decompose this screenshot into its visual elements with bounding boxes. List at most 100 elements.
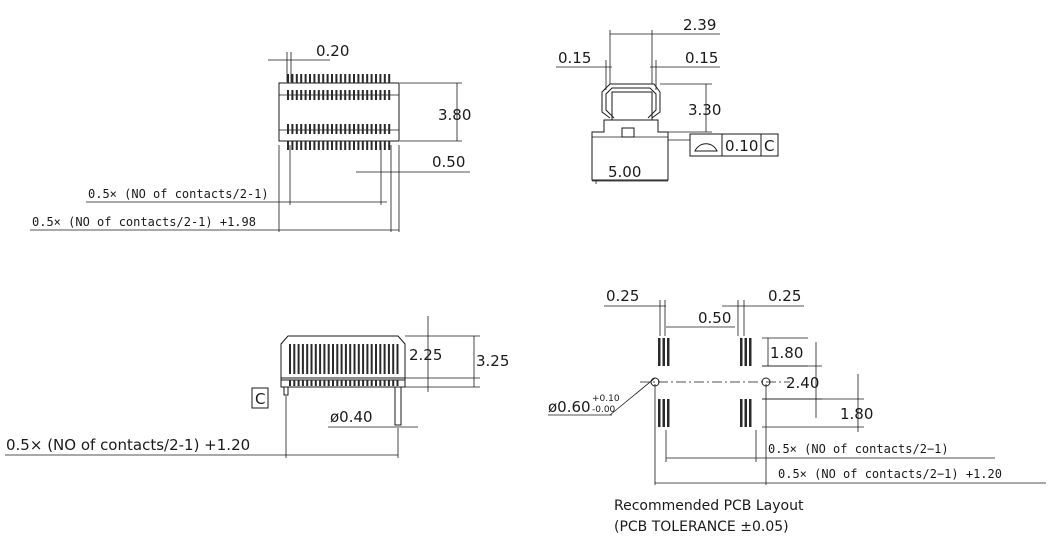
top-view-pins xyxy=(287,74,391,150)
top-pin xyxy=(295,124,298,134)
front-pin xyxy=(340,344,343,374)
pcb-pad xyxy=(667,399,670,427)
front-pin xyxy=(297,380,300,386)
top-pin xyxy=(379,74,382,83)
front-pin xyxy=(323,344,326,374)
top-pin xyxy=(313,141,316,150)
front-pin xyxy=(297,344,300,374)
top-pin xyxy=(317,141,320,150)
top-pin xyxy=(361,141,364,150)
top-pin xyxy=(287,124,289,134)
top-pin xyxy=(375,90,377,100)
top-pin xyxy=(366,141,369,150)
top-pin xyxy=(335,124,338,134)
top-pin xyxy=(287,90,289,100)
top-pin xyxy=(331,74,333,83)
front-pin xyxy=(349,344,352,374)
top-pin xyxy=(357,124,360,134)
front-datum: C xyxy=(255,390,265,408)
top-pin xyxy=(370,74,373,83)
pcb-pad xyxy=(740,338,743,366)
top-pin xyxy=(353,141,355,150)
top-pin xyxy=(370,90,373,100)
top-pin xyxy=(331,90,333,100)
top-pin xyxy=(317,74,320,83)
front-pin xyxy=(392,344,395,374)
dim-pcb-row-gap: 2.40 xyxy=(786,374,819,392)
top-pin xyxy=(388,90,391,100)
top-pin xyxy=(361,74,364,83)
top-pin xyxy=(304,90,307,100)
front-pin xyxy=(289,344,291,374)
front-pin xyxy=(387,344,390,374)
pcb-pad xyxy=(749,399,752,427)
top-pin xyxy=(291,90,294,100)
top-pin xyxy=(339,141,342,150)
top-pin xyxy=(388,141,391,150)
dim-pcb-pitch: 0.50 xyxy=(698,309,731,327)
dim-top-span-a: 0.5× (NO of contacts/2-1) xyxy=(88,187,269,201)
top-pin xyxy=(348,124,351,134)
top-pin xyxy=(366,124,369,134)
top-pin xyxy=(304,74,307,83)
dim-side-height: 3.30 xyxy=(688,101,721,119)
dim-pcb-pad-len2: 1.80 xyxy=(840,405,873,423)
top-pin xyxy=(300,74,303,83)
pcb-pads xyxy=(658,338,752,427)
top-pin xyxy=(353,90,355,100)
top-pin xyxy=(388,124,391,134)
front-pin xyxy=(319,344,322,374)
dim-pcb-hole-tol-minus: -0.00 xyxy=(592,405,616,415)
dim-pcb-hole-tol-plus: +0.10 xyxy=(592,394,620,404)
front-pin xyxy=(327,380,330,386)
top-pin xyxy=(366,90,369,100)
front-pin xyxy=(362,380,365,386)
front-pin xyxy=(396,380,399,386)
top-pin xyxy=(335,90,338,100)
front-pin xyxy=(353,380,356,386)
dim-pcb-pad-right: 0.25 xyxy=(768,287,801,305)
top-pin xyxy=(291,141,294,150)
top-pin xyxy=(339,90,342,100)
top-pin xyxy=(322,90,325,100)
top-pin xyxy=(339,74,342,83)
front-pin xyxy=(310,380,313,386)
pcb-pad xyxy=(662,399,665,427)
front-pin xyxy=(370,344,373,374)
front-pin xyxy=(332,344,334,374)
top-pin xyxy=(383,124,386,134)
dim-pcb-pad-len: 1.80 xyxy=(770,344,803,362)
front-pin xyxy=(336,344,339,374)
top-pin xyxy=(361,90,364,100)
front-pin xyxy=(383,380,386,386)
top-pin xyxy=(322,124,325,134)
top-pin xyxy=(348,74,351,83)
top-pin xyxy=(291,124,294,134)
top-pin xyxy=(326,74,329,83)
front-pin xyxy=(366,344,369,374)
flatness-frame xyxy=(689,133,779,157)
top-pin xyxy=(295,141,298,150)
pcb-pad xyxy=(658,338,661,366)
pcb-pad xyxy=(662,338,665,366)
top-pin xyxy=(344,124,347,134)
flatness-value: 0.10 xyxy=(725,137,758,155)
front-pin xyxy=(314,344,317,374)
pcb-pad xyxy=(667,338,670,366)
top-pin xyxy=(313,90,316,100)
top-pin xyxy=(309,141,311,150)
dim-side-overall: 2.39 xyxy=(683,16,716,34)
front-pin xyxy=(293,344,296,374)
side-view-contact xyxy=(601,83,661,119)
front-pin xyxy=(387,380,390,386)
dim-top-height: 3.80 xyxy=(438,106,471,124)
top-pin xyxy=(344,141,347,150)
side-view: 2.39 0.15 0.15 3.30 5.00 0.10 C xyxy=(556,16,779,184)
top-pin xyxy=(300,90,303,100)
front-pin xyxy=(319,380,322,386)
top-view: 0.20 3.80 0.50 0.5× (NO of contacts/2-1)… xyxy=(30,42,471,232)
pcb-pad xyxy=(744,399,747,427)
dim-top-pitch: 0.50 xyxy=(432,153,465,171)
top-pin xyxy=(348,141,351,150)
